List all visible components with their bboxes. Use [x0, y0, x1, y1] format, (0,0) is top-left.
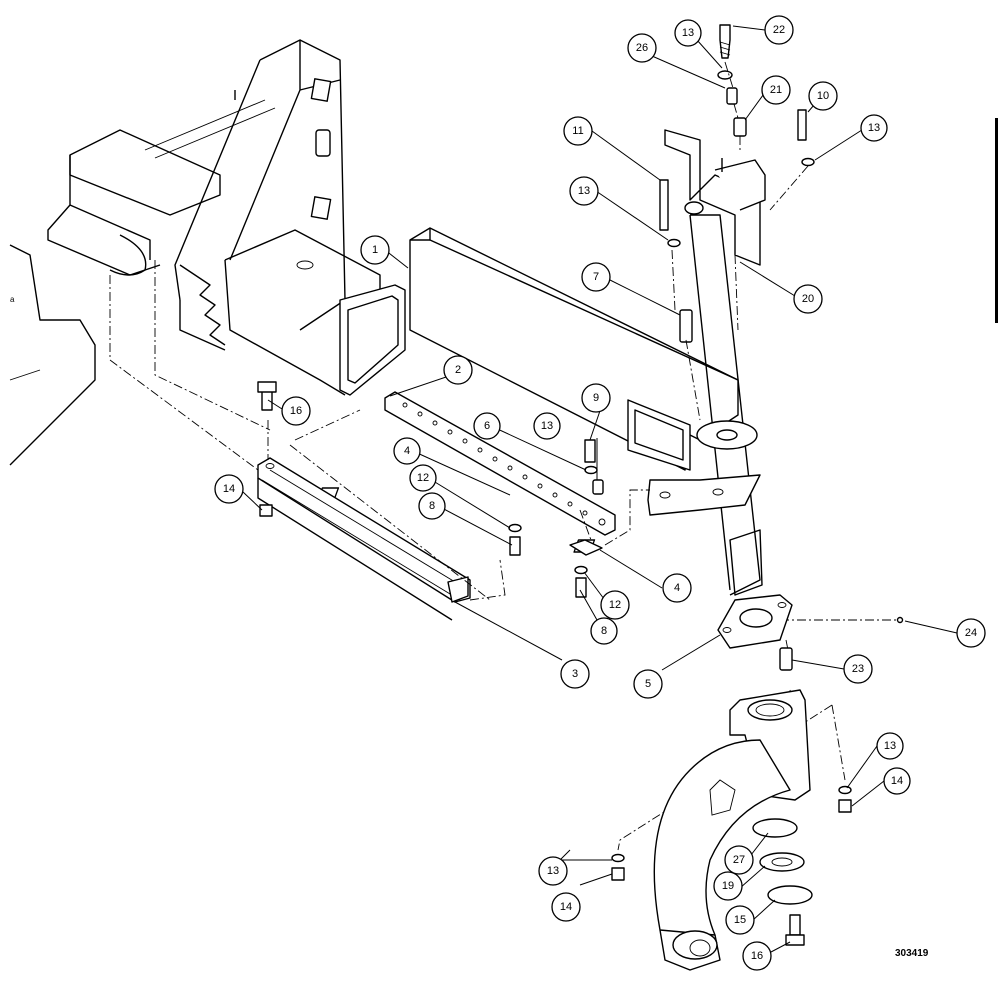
callout-9: 9: [581, 383, 611, 413]
drawing-number: 303419: [895, 948, 929, 959]
callout-label: 14: [891, 775, 903, 787]
callout-27: 27: [724, 845, 754, 875]
callout-26: 26: [627, 33, 657, 63]
margin-bar: [995, 118, 998, 323]
callout-13: 13: [860, 114, 888, 142]
callout-24: 24: [956, 618, 986, 648]
callout-label: 13: [547, 865, 559, 877]
callout-8: 8: [418, 492, 446, 520]
upper-clamp-bracket: [664, 129, 766, 266]
callout-22: 22: [764, 15, 794, 45]
callout-label: 13: [868, 122, 880, 134]
callout-19: 19: [713, 871, 743, 901]
callout-3: 3: [560, 659, 590, 689]
callout-23: 23: [843, 654, 873, 684]
callout-14: 14: [551, 892, 581, 922]
top-hardware: [659, 24, 815, 343]
callout-label: 1: [372, 244, 378, 256]
left-body-partial: a: [9, 244, 96, 466]
lower-flange: [717, 594, 904, 671]
callout-label: 23: [852, 663, 864, 675]
callout-15: 15: [725, 905, 755, 935]
callout-label: 16: [290, 405, 302, 417]
callout-label: 8: [601, 625, 607, 637]
callout-label: 22: [773, 24, 785, 36]
svg-text:a: a: [10, 295, 15, 304]
callout-20: 20: [793, 284, 823, 314]
callout-2: 2: [443, 355, 473, 385]
callout-16: 16: [281, 396, 311, 426]
callout-label: 21: [770, 84, 782, 96]
callout-label: 10: [817, 90, 829, 102]
leader-lines: [242, 25, 958, 953]
callout-label: 14: [223, 483, 235, 495]
callout-label: 19: [722, 880, 734, 892]
callout-label: 4: [674, 582, 680, 594]
callout-label: 12: [609, 599, 621, 611]
main-beam-tube: [409, 227, 739, 471]
callout-label: 13: [541, 420, 553, 432]
callout-4: 4: [662, 573, 692, 603]
slide-rail: [257, 381, 471, 621]
callout-label: 3: [572, 668, 578, 680]
callout-label: 7: [593, 271, 599, 283]
steering-knuckle: [653, 689, 811, 971]
hole-plate: [317, 391, 616, 598]
callout-16: 16: [742, 941, 772, 971]
callout-label: 2: [455, 364, 461, 376]
assembly-centerlines: [109, 61, 900, 851]
callout-8: 8: [590, 617, 618, 645]
callout-12: 12: [409, 464, 437, 492]
callout-13: 13: [538, 856, 568, 886]
frame-mount-bracket: [47, 39, 406, 396]
callout-label: 8: [429, 500, 435, 512]
callout-label: 16: [751, 950, 763, 962]
callout-13: 13: [876, 732, 904, 760]
callout-label: 13: [884, 740, 896, 752]
callout-12: 12: [600, 590, 630, 620]
callout-label: 26: [636, 42, 648, 54]
callout-1: 1: [360, 235, 390, 265]
callout-label: 5: [645, 678, 651, 690]
callout-6: 6: [473, 412, 501, 440]
callout-14: 14: [883, 767, 911, 795]
callout-5: 5: [633, 669, 663, 699]
callout-7: 7: [581, 262, 611, 292]
callout-label: 20: [802, 293, 814, 305]
callout-13: 13: [569, 176, 599, 206]
callout-label: 12: [417, 472, 429, 484]
callout-14: 14: [214, 474, 244, 504]
callout-label: 15: [734, 914, 746, 926]
callout-13: 13: [674, 19, 702, 47]
callout-label: 13: [682, 27, 694, 39]
lower-fasteners: [611, 785, 852, 881]
callout-label: 9: [593, 392, 599, 404]
callout-label: 4: [404, 445, 410, 457]
callout-4: 4: [393, 437, 421, 465]
callout-label: 13: [578, 185, 590, 197]
callout-13: 13: [533, 412, 561, 440]
callout-label: 6: [484, 420, 490, 432]
callout-label: 14: [560, 901, 572, 913]
callout-label: 11: [572, 125, 583, 137]
callout-label: 27: [733, 854, 745, 866]
washer-stack: [752, 818, 813, 946]
callout-label: 24: [965, 627, 977, 639]
spindle-column: [647, 214, 763, 596]
callout-10: 10: [808, 81, 838, 111]
callout-11: 11: [563, 116, 593, 146]
callout-21: 21: [761, 75, 791, 105]
